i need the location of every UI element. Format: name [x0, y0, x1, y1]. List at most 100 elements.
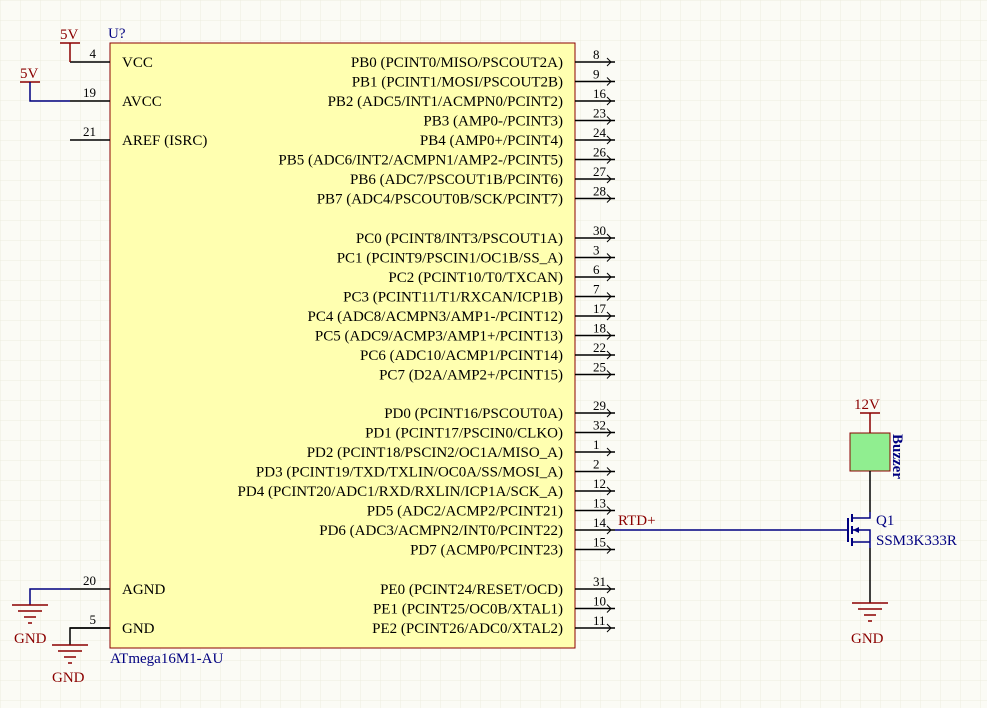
- pin-label: PD7 (ACMP0/PCINT23): [410, 543, 563, 559]
- pin-number: 30: [593, 223, 606, 238]
- gnd-ground-symbol: [52, 644, 88, 664]
- pin-direction-icon: [606, 350, 612, 360]
- pin-label: PC6 (ADC10/ACMP1/PCINT14): [360, 348, 563, 364]
- buzzer-supply-label: 12V: [854, 397, 880, 413]
- pin-direction-icon: [606, 370, 612, 379]
- q1-ground-port[interactable]: GND: [851, 602, 888, 647]
- pin-direction-icon: [606, 447, 612, 457]
- pin-number: 13: [593, 496, 606, 511]
- pin-number: 31: [593, 574, 606, 589]
- pin-number: 25: [593, 360, 606, 375]
- q1-arrow-icon: [853, 527, 859, 533]
- pin-label: AVCC: [122, 94, 162, 110]
- q1-mosfet[interactable]: Q1 SSM3K333R: [836, 512, 957, 549]
- vcc-power-label: 5V: [60, 27, 79, 43]
- pin-label: PC7 (D2A/AMP2+/PCINT15): [379, 368, 563, 384]
- pin-direction-icon: [606, 77, 612, 86]
- pin-direction-icon: [606, 428, 612, 437]
- pin-label: PD0 (PCINT16/PSCOUT0A): [384, 406, 563, 422]
- pin-label: PB6 (ADC7/PSCOUT1B/PCINT6): [350, 172, 563, 188]
- pin-number: 22: [593, 340, 606, 355]
- pin-direction-icon: [606, 155, 612, 164]
- gnd-ground-port[interactable]: GND: [52, 627, 110, 686]
- avcc-power-port[interactable]: 5V: [20, 66, 70, 102]
- gnd-wire[interactable]: [69, 627, 110, 645]
- pin-label: PC2 (PCINT10/T0/TXCAN): [388, 270, 563, 286]
- pin-number: 23: [593, 106, 606, 121]
- pin-label: VCC: [122, 55, 153, 71]
- pin-label: PE1 (PCINT25/OC0B/XTAL1): [373, 602, 563, 618]
- pin-number: 3: [593, 243, 600, 258]
- pin-label: PD5 (ADC2/ACMP2/PCINT21): [367, 504, 563, 520]
- pin-number: 19: [83, 85, 96, 100]
- pin-number: 5: [90, 612, 97, 627]
- pin-direction-icon: [606, 292, 612, 301]
- agnd-ground-port[interactable]: GND: [12, 588, 70, 647]
- agnd-wire[interactable]: [29, 588, 70, 605]
- vcc-power-port[interactable]: 5V: [60, 27, 80, 62]
- pin-number: 29: [593, 398, 606, 413]
- buzzer-supply-port[interactable]: 12V: [854, 397, 880, 433]
- pin-number: 10: [593, 594, 606, 609]
- u1-body[interactable]: [109, 42, 576, 649]
- pin-direction-icon: [606, 545, 612, 554]
- pin-number: 12: [593, 476, 606, 491]
- pin-label: PD6 (ADC3/ACMPN2/INT0/PCINT22): [319, 523, 563, 539]
- buzzer-body[interactable]: [849, 432, 891, 472]
- pin-number: 8: [593, 47, 600, 62]
- pin-number: 20: [83, 573, 96, 588]
- u1-part-name: ATmega16M1-AU: [110, 651, 223, 667]
- pin-label: PE2 (PCINT26/ADC0/XTAL2): [372, 621, 563, 637]
- avcc-power-label: 5V: [20, 66, 39, 82]
- pin-direction-icon: [606, 311, 612, 321]
- pin-number: 18: [593, 321, 606, 336]
- pin-direction-icon: [606, 116, 612, 125]
- avcc-wire[interactable]: [29, 82, 70, 102]
- pin-label: PE0 (PCINT24/RESET/OCD): [380, 582, 563, 598]
- q1-part-name: SSM3K333R: [876, 533, 957, 549]
- buzzer-component[interactable]: Buzzer: [849, 432, 905, 479]
- pin-number: 2: [593, 457, 600, 472]
- pin-label: PD4 (PCINT20/ADC1/RXD/RXLIN/ICP1A/SCK_A): [238, 484, 563, 500]
- pin-direction-icon: [606, 135, 612, 145]
- pin-direction-icon: [606, 57, 612, 67]
- pin-label: PB1 (PCINT1/MOSI/PSCOUT2B): [352, 75, 563, 91]
- rtd-net[interactable]: RTD+: [615, 513, 836, 531]
- rtd-net-label: RTD+: [618, 513, 656, 529]
- pin-number: 27: [593, 164, 607, 179]
